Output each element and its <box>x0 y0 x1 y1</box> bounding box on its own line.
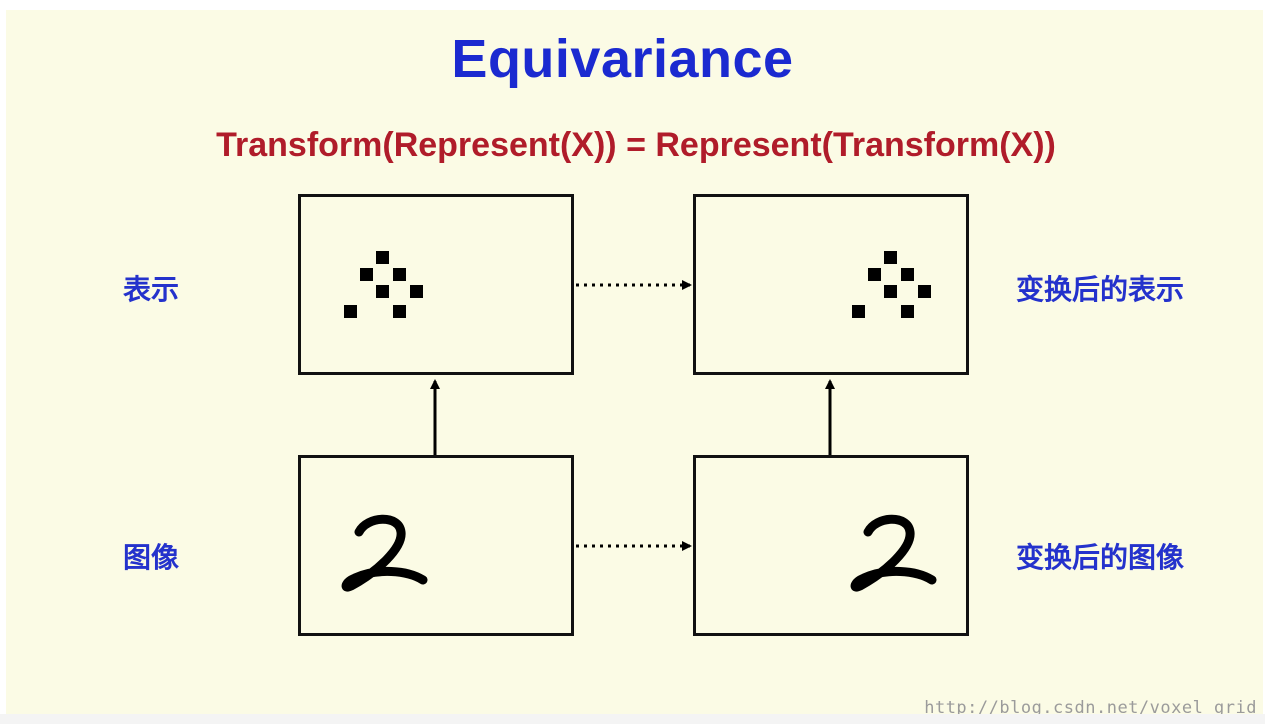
representation-box <box>298 194 574 375</box>
transformed-representation-box <box>693 194 969 375</box>
transformed-image-box <box>693 455 969 636</box>
label-image: 图像 <box>123 541 180 574</box>
handwritten-digit-2 <box>341 514 428 592</box>
image-box <box>298 455 574 636</box>
slide-title: Equivariance <box>451 29 794 89</box>
label-transformed-representation: 变换后的表示 <box>1016 273 1185 306</box>
equivariance-formula: Transform(Represent(X)) = Represent(Tran… <box>216 126 1056 164</box>
transformed-handwritten-digit-2 <box>850 514 937 592</box>
slide <box>6 10 1263 714</box>
label-representation: 表示 <box>123 273 180 306</box>
label-transformed-image: 变换后的图像 <box>1016 541 1185 574</box>
bottom-strip <box>0 714 1265 724</box>
watermark: http://blog.csdn.net/voxel_grid <box>924 698 1257 718</box>
